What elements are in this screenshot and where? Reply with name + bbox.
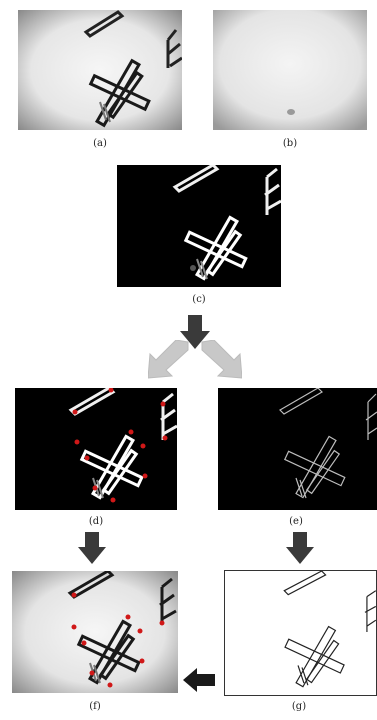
panel-a-original-image: [18, 10, 182, 130]
arrow-down-right-icon: [286, 532, 314, 566]
panel-e-edge-image: [218, 388, 377, 510]
arrow-down-left-icon: [78, 532, 106, 566]
panel-b-background-image: [213, 10, 367, 130]
panel-g-outline-image: [224, 570, 377, 696]
panel-c-difference-image: [117, 165, 281, 287]
label-a: (a): [93, 138, 107, 149]
arrow-down-icon: [180, 315, 210, 351]
panel-f-result-image: [12, 571, 178, 693]
arrow-left-icon: [183, 668, 215, 692]
split-arrow-right-icon: [200, 339, 243, 380]
label-f: (f): [89, 701, 101, 712]
label-g: (g): [291, 701, 307, 712]
split-arrow-left-icon: [147, 339, 190, 380]
label-d: (d): [88, 516, 104, 527]
label-c: (c): [192, 294, 206, 305]
label-b: (b): [282, 138, 298, 149]
panel-d-corner-detection: [15, 388, 177, 510]
label-e: (e): [289, 516, 303, 527]
